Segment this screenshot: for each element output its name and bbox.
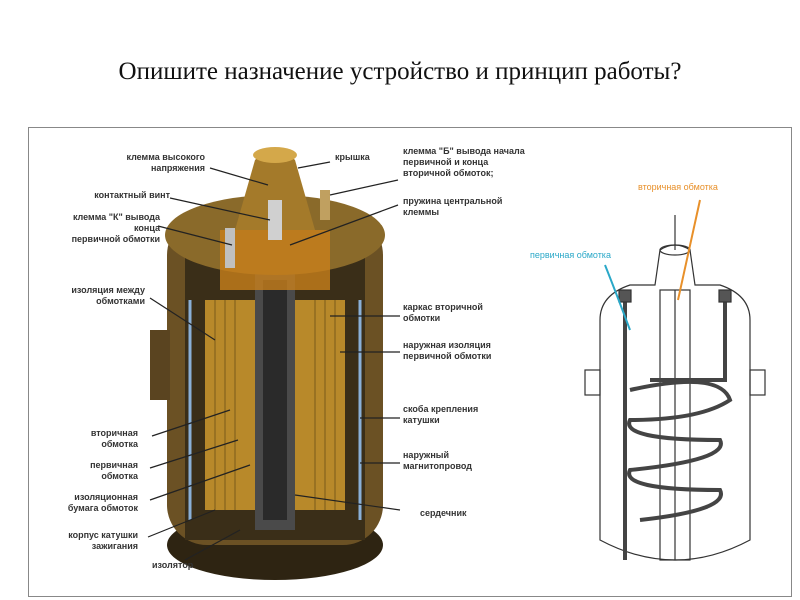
- label-cover: крышка: [335, 152, 370, 163]
- label-line: обмотка: [101, 439, 138, 449]
- label-line: напряжения: [151, 163, 205, 173]
- label-line: обмотки: [403, 313, 441, 323]
- label-line: корпус катушки: [68, 530, 138, 540]
- label-line: первичной обмотки: [71, 234, 160, 244]
- label-line: клеммы: [403, 207, 440, 217]
- label-contact-screw: контактный винт: [94, 190, 170, 201]
- label-line: первичной и конца: [403, 157, 489, 167]
- label-line: обмотка: [101, 471, 138, 481]
- label-line: изоляционная: [74, 492, 138, 502]
- label-line: каркас вторичной: [403, 302, 483, 312]
- label-core: сердечник: [420, 508, 466, 519]
- schematic-coil-sketch: [584, 199, 766, 561]
- label-line: бумага обмоток: [67, 503, 138, 513]
- label-line: первичная: [90, 460, 138, 470]
- label-line: скоба крепления: [403, 404, 479, 414]
- label-insulator: изолятор: [152, 560, 193, 571]
- cutaway-coil-illustration: [150, 147, 385, 580]
- leader-lines: [147, 161, 401, 561]
- label-line: пружина центральной: [403, 196, 503, 206]
- label-line: клемма высокого: [126, 152, 205, 162]
- label-line: изоляция между: [71, 285, 145, 295]
- label-line: вторичной обмоток;: [403, 168, 494, 178]
- label-line: первичной обмотки: [403, 351, 492, 361]
- label-line: клемма "К" вывода: [72, 212, 160, 222]
- sketch-label-secondary: вторичная обмотка: [638, 182, 718, 192]
- label-line: контактный винт: [94, 190, 170, 200]
- sketch-label-primary: первичная обмотка: [530, 250, 611, 260]
- label-line: конца: [134, 223, 160, 233]
- label-line: сердечник: [420, 508, 467, 518]
- label-line: наружная изоляция: [403, 340, 491, 350]
- label-line: зажигания: [91, 541, 138, 551]
- label-line: изолятор: [152, 560, 194, 570]
- label-line: крышка: [335, 152, 370, 162]
- label-line: наружный: [403, 450, 449, 460]
- label-line: катушки: [403, 415, 440, 425]
- label-line: обмотками: [96, 296, 145, 306]
- label-line: вторичная: [90, 428, 138, 438]
- slide-title: Опишите назначение устройство и принцип …: [118, 58, 682, 85]
- label-line: магнитопровод: [403, 461, 472, 471]
- label-line: клемма "Б" вывода начала: [403, 146, 525, 156]
